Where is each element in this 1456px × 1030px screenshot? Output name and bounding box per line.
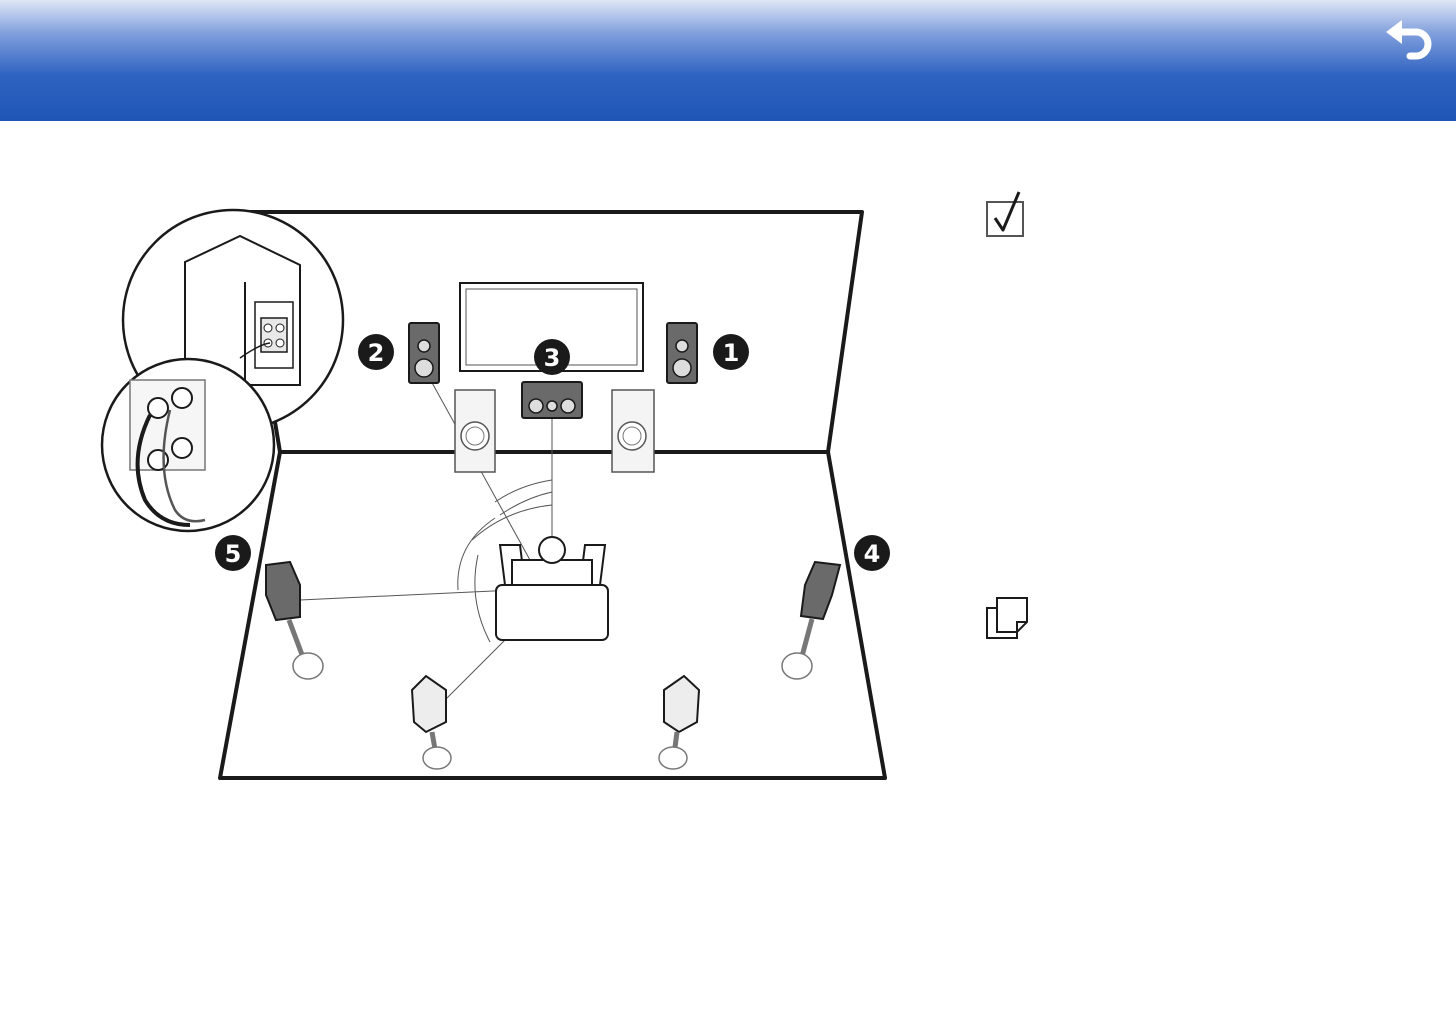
header-bar [0, 0, 1456, 121]
callout-3: 3 [534, 339, 570, 375]
back-button[interactable] [1380, 18, 1436, 66]
callout-1: 1 [713, 334, 749, 370]
callout-4: 4 [854, 535, 890, 571]
checkbox-check-icon [985, 190, 1029, 240]
front-right-speaker [667, 323, 697, 383]
subwoofer-left [455, 390, 495, 472]
callout-1-label: 1 [723, 339, 740, 367]
front-left-speaker [409, 323, 439, 383]
callout-2-label: 2 [368, 339, 385, 367]
speaker-layout-diagram: 1 2 3 4 5 [95, 195, 905, 795]
callout-4-label: 4 [864, 540, 881, 568]
callout-5: 5 [215, 535, 251, 571]
subwoofer-right [612, 390, 654, 472]
center-speaker [522, 382, 582, 418]
back-arrow-icon [1380, 18, 1436, 66]
listener-sofa [496, 537, 608, 640]
callout-3-label: 3 [544, 344, 561, 372]
note-pages-icon [985, 596, 1031, 642]
callout-2: 2 [358, 334, 394, 370]
callout-5-label: 5 [225, 540, 242, 568]
